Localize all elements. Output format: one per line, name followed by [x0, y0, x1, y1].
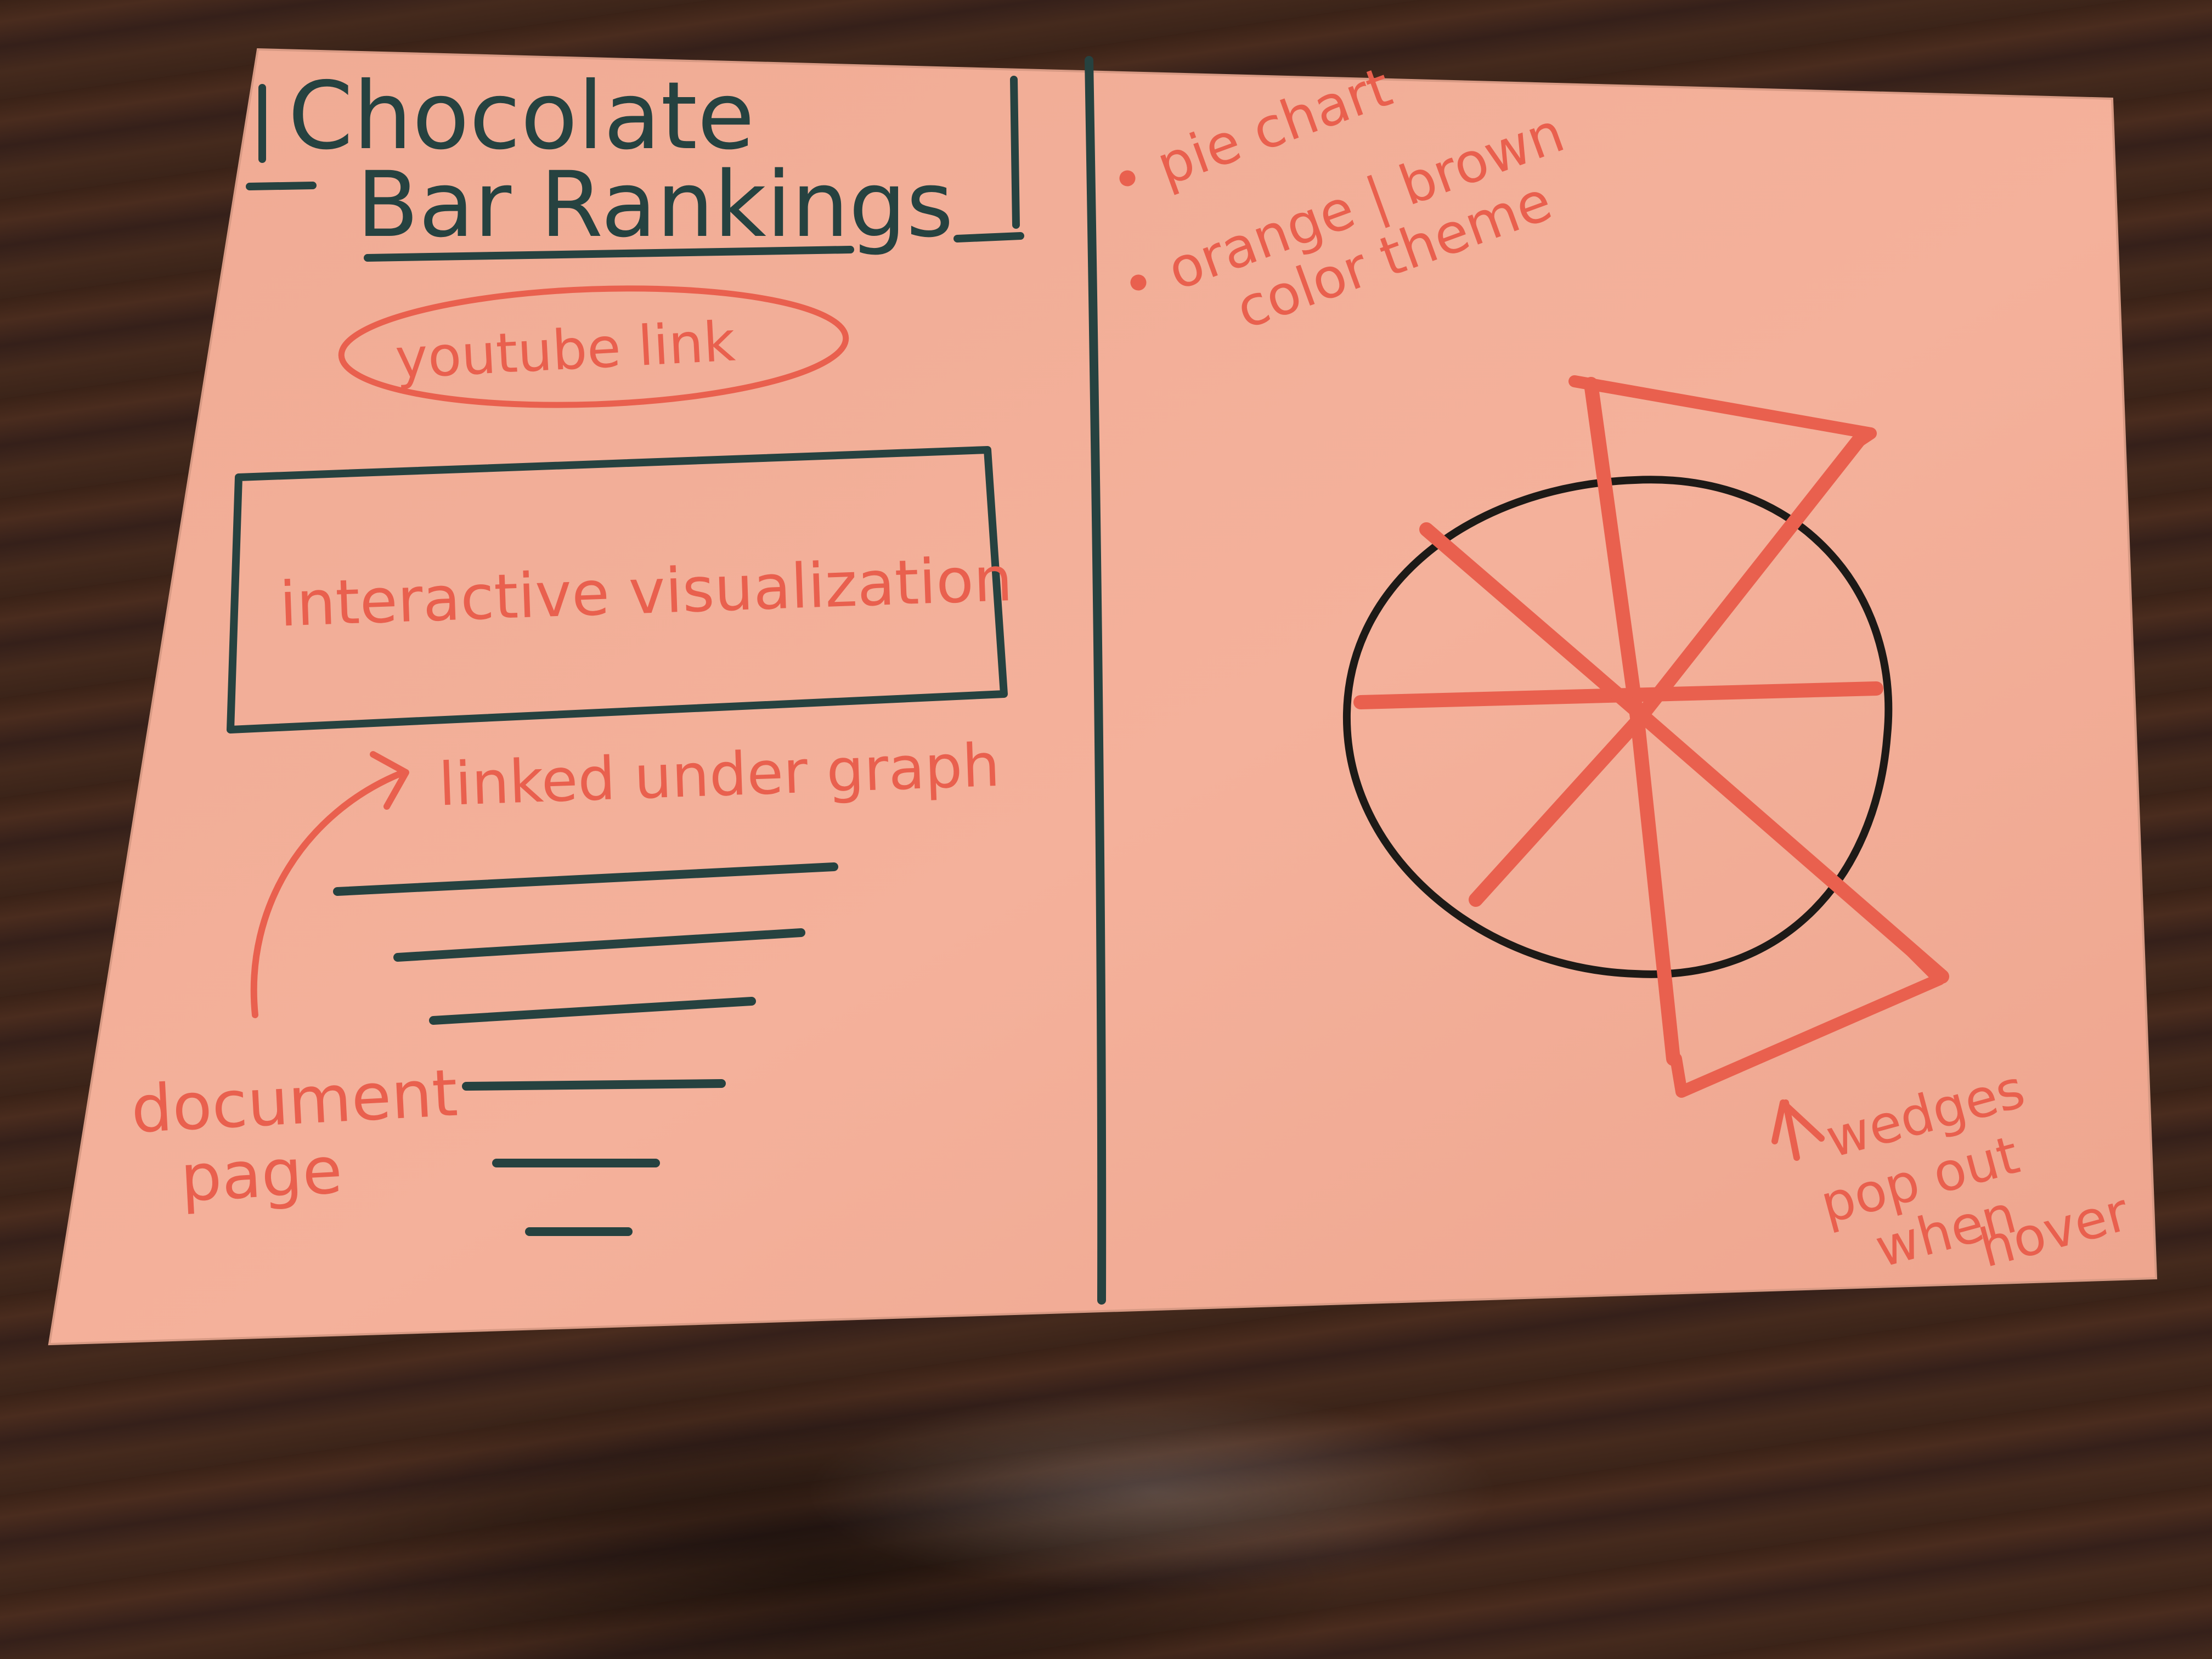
title-marks	[246, 76, 1024, 262]
visualization-box	[227, 446, 1008, 733]
title-line-1: Chocolate	[288, 62, 755, 171]
divider-line	[1085, 56, 1107, 1305]
wedge-note-arrow	[1771, 1099, 1825, 1161]
pie-circle	[1342, 476, 1893, 978]
pie-chart-sketch	[1342, 375, 1949, 1098]
document-label-line-1: document	[129, 1055, 460, 1148]
linked-arrow	[250, 770, 404, 1018]
popped-wedge-bottom	[1670, 927, 1945, 1098]
document-label-line-2: page	[179, 1132, 345, 1216]
popped-wedge-top	[1568, 375, 1877, 450]
document-lines	[333, 862, 838, 1236]
arrow-head-icon	[370, 751, 409, 810]
title-line-2: Bar Rankings	[357, 152, 953, 257]
youtube-link-outline	[338, 285, 849, 408]
